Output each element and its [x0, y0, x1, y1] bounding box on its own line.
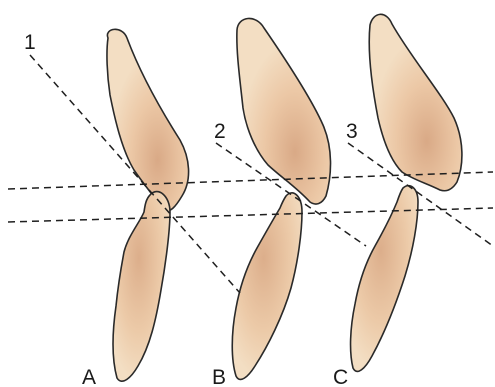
- line-label-3: 3: [346, 120, 358, 143]
- panel-label-a: A: [82, 366, 96, 387]
- line-label-2: 2: [214, 120, 226, 143]
- upper-tooth-c: [369, 14, 462, 190]
- lower-tooth-c: [351, 186, 418, 372]
- panel-label-b: B: [212, 366, 226, 387]
- upper-tooth-b: [237, 18, 331, 204]
- lower-tooth-a: [113, 192, 170, 382]
- lower-occlusal-dashed-line: [8, 208, 493, 222]
- lower-tooth-b: [232, 193, 302, 380]
- line-label-1: 1: [24, 31, 36, 54]
- panel-label-c: C: [333, 366, 348, 387]
